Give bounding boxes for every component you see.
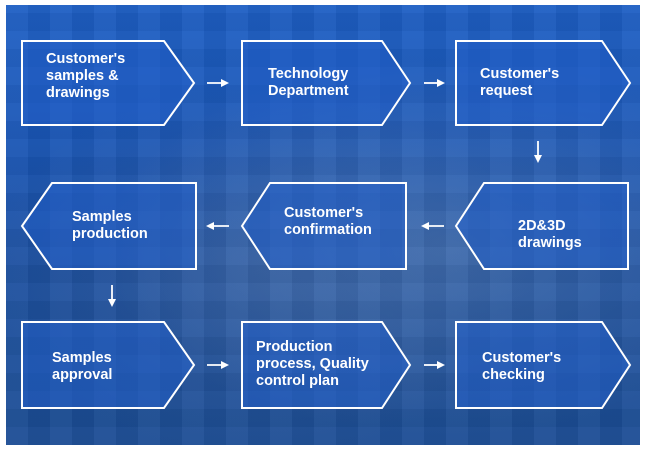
- flow-diagram: [20, 40, 632, 409]
- arrow-process-to-checking: [424, 361, 445, 369]
- node-label-samples-production: Samples production: [72, 209, 148, 242]
- diagram-canvas: Customer's samples & drawings Technology…: [6, 5, 640, 445]
- node-label-customers-confirmation: Customer's confirmation: [284, 205, 372, 238]
- arrow-request-to-2d3d: [534, 141, 542, 163]
- arrow-technology-to-request: [424, 79, 445, 87]
- node-label-customers-checking: Customer's checking: [482, 350, 562, 383]
- node-label-production-process: Production process, Quality control plan: [256, 339, 369, 389]
- node-shape-customers-samples: [21, 40, 196, 126]
- node-shape-production-process: [241, 321, 412, 409]
- node-label-2d3d-drawings: 2D&3D drawings: [518, 218, 582, 251]
- node-shape-samples-approval: [21, 321, 196, 409]
- node-label-technology-department: Technology Department: [268, 66, 349, 99]
- node-shape-customers-checking: [455, 321, 632, 409]
- node-shape-technology-department: [241, 40, 412, 126]
- node-shape-customers-confirmation: [240, 182, 407, 270]
- node-label-customers-request: Customer's request: [480, 66, 560, 99]
- node-label-samples-approval: Samples approval: [52, 350, 113, 383]
- node-shape-customers-request: [455, 40, 632, 126]
- arrow-confirmation-to-production: [206, 222, 229, 230]
- node-shape-samples-production: [20, 182, 197, 270]
- arrow-2d3d-to-confirmation: [421, 222, 444, 230]
- arrow-samples-to-technology: [207, 79, 229, 87]
- arrow-production-to-approval: [108, 285, 116, 307]
- arrow-approval-to-process: [207, 361, 229, 369]
- node-label-customers-samples: Customer's samples & drawings: [46, 51, 126, 101]
- node-shape-2d3d-drawings: [454, 182, 629, 270]
